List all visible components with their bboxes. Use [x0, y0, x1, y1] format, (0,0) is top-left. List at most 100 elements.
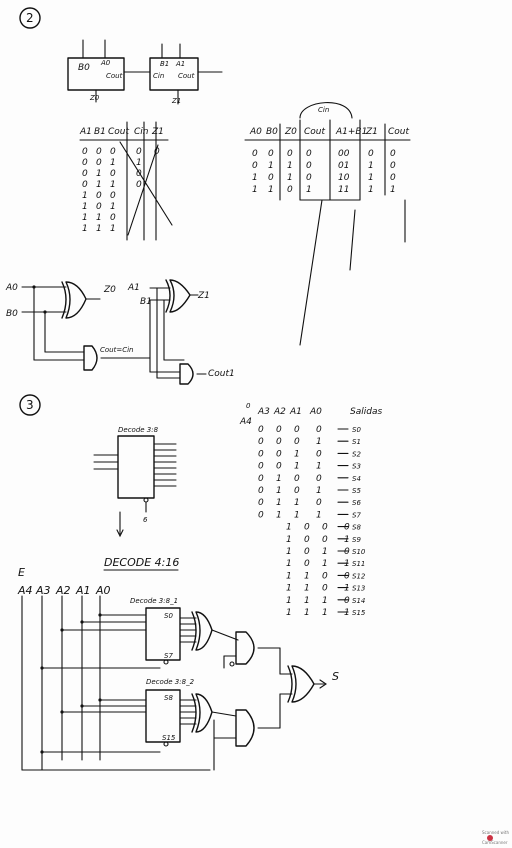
input-header: A0 [95, 584, 111, 597]
table1-cell: 0 [110, 147, 116, 157]
truth-cell: 0 [276, 437, 282, 447]
table1-cell: 0 [96, 147, 102, 157]
truth-cell: 1 [294, 462, 300, 472]
table2-cell: 1 [390, 185, 396, 195]
truth-output: S7 [352, 511, 361, 519]
table2-cell: 11 [338, 185, 349, 195]
block1-z: Z1 [171, 97, 181, 105]
truth-output: S15 [352, 609, 366, 617]
block0-z: Z0 [89, 94, 100, 102]
table2-header: A0 [249, 127, 262, 137]
truth-cell: 0 [322, 535, 328, 545]
truth-cell: 1 [286, 596, 292, 606]
truth-cell: 0 [316, 474, 322, 484]
block1-cin: Cin [153, 72, 164, 80]
input-header: E [18, 566, 25, 579]
table1-cell: 0 [110, 191, 116, 201]
table1-header: A1 [79, 127, 92, 137]
table1-cell: 1 [82, 213, 88, 223]
truth-cell: 0 [258, 474, 264, 484]
truth-cell: 1 [286, 535, 292, 545]
table2-cell: 1 [368, 161, 374, 171]
truth-cell: 0 [276, 449, 282, 459]
table2-cell: 0 [268, 173, 274, 183]
block0-cout: Cout [106, 72, 123, 80]
truth-cell: 1 [304, 608, 310, 618]
truth-cell: 1 [294, 498, 300, 508]
table1-cell: 0 [96, 158, 102, 168]
table2-cell: 0 [252, 149, 258, 159]
block0-in-b: B0 [78, 63, 90, 73]
table2-cell: 00 [338, 149, 350, 159]
circuit-in-a0: A0 [5, 283, 18, 293]
circuit-a1: A1 [127, 283, 140, 293]
input-header: A3 [35, 584, 51, 597]
final-output-s: S [332, 670, 339, 683]
truth-cell: 1 [294, 449, 300, 459]
truth-cell: 1 [344, 584, 350, 594]
table2-cell: 1 [252, 173, 258, 183]
truth-cell: 0 [344, 571, 350, 581]
camscanner-stamp: Scanned with CamScanner [482, 830, 509, 845]
adder-block-0: B0 A0 Cout Z0 [67, 39, 151, 103]
truth-cell: 1 [276, 486, 282, 496]
table1-cell: 0 [96, 202, 102, 212]
table1-header: Cin [134, 127, 149, 137]
decoder-3-8-1: Decode 3:8_1 S0 S7 [130, 597, 239, 665]
truth-cell: 0 [316, 498, 322, 508]
truth-cell: 1 [322, 608, 328, 618]
truth-cell: 1 [286, 584, 292, 594]
output-logic: S [213, 631, 339, 771]
input-header: A2 [55, 584, 71, 597]
table1-cell: 0 [154, 147, 160, 157]
table2-cell: 01 [338, 161, 349, 171]
truth-cell: 0 [258, 462, 264, 472]
table2-header: Z0 [284, 127, 297, 137]
truth-output: S4 [352, 475, 361, 483]
table2-cell: 1 [368, 173, 374, 183]
table2-cell: 0 [390, 161, 396, 171]
table2-header: Cout [304, 127, 325, 137]
truth-cell: 1 [294, 510, 300, 520]
truth-cell: 0 [258, 449, 264, 459]
block1-in-b: B1 [160, 60, 169, 68]
input-bus [21, 595, 211, 771]
truth-cell: 0 [294, 425, 300, 435]
table1-cell: 1 [110, 202, 116, 212]
truth-cell: 0 [276, 462, 282, 472]
truth-output: S12 [352, 572, 366, 580]
truth-cell: 1 [322, 596, 328, 606]
truth-cell: 0 [294, 486, 300, 496]
truth-cell: 0 [322, 523, 328, 533]
table2-cell: 0 [306, 161, 312, 171]
section-3-circle [19, 394, 41, 416]
table1-cell: 0 [136, 180, 142, 190]
truth-output: S14 [352, 597, 365, 605]
table2-header: Z1 [365, 127, 378, 137]
truth-cell: 1 [322, 559, 328, 569]
truth-cell: 1 [316, 510, 322, 520]
truth-cell: 0 [316, 425, 322, 435]
table1-cell: 0 [110, 213, 116, 223]
truth-cell: 1 [304, 584, 310, 594]
section-2-label: 2 [26, 11, 34, 25]
truth-cell: 0 [322, 584, 328, 594]
small-decoder-title: Decode 3:8 [118, 426, 159, 434]
table2-cell: 0 [368, 149, 374, 159]
table2-cell: 1 [368, 185, 374, 195]
block1-cout: Cout [178, 72, 195, 80]
dec2-title: Decode 3:8_2 [146, 678, 195, 686]
table2-cell: 0 [252, 161, 258, 171]
table1-cell: 0 [82, 147, 88, 157]
truth-cell: 0 [344, 596, 350, 606]
table2-header: B0 [266, 127, 278, 137]
truth-header: Salidas [350, 407, 382, 417]
truth-cell: 1 [344, 559, 350, 569]
table2-cell: 1 [268, 161, 274, 171]
truth-header: A1 [289, 407, 302, 417]
table1-cell: 1 [96, 224, 102, 234]
truth-cell: 0 [294, 437, 300, 447]
truth-cell: 1 [316, 486, 322, 496]
truth-output: S6 [352, 499, 361, 507]
